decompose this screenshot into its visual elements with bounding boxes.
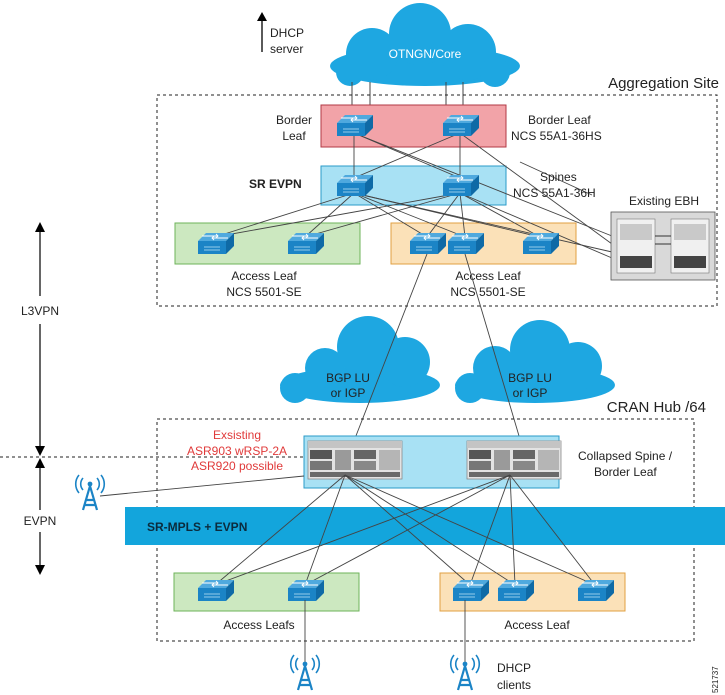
sr-evpn-label: SR EVPN [249,177,302,191]
border-leaf-left-label-2: Leaf [282,129,306,143]
collapsed-spine-label-1: Collapsed Spine / [578,449,673,463]
border-leaf-right-label-1: Border Leaf [528,113,591,127]
radio-tower-icon [74,473,106,512]
access-leaf-switch-3 [409,232,447,255]
aggregation-links [214,132,613,259]
aggregation-site-title: Aggregation Site [608,75,719,92]
aggregation-site-frame [156,94,718,307]
sr-mpls-evpn-label: SR-MPLS + EVPN [147,520,247,534]
l3vpn-label: L3VPN [21,304,59,318]
bgp-cloud-right [455,320,615,403]
existing-ebh-device [610,211,716,281]
access-leaf-cran-switch-2 [497,579,535,602]
core-cloud [330,3,520,87]
bgp-cloud-left-label-2: or IGP [331,386,366,400]
cran-mesh-links [99,474,596,586]
access-leafs-label: Access Leafs [223,618,294,632]
dhcp-clients-label-1: DHCP [497,661,531,675]
sr-mpls-evpn-band [125,507,725,545]
dhcp-clients-label-2: clients [497,678,531,692]
existing-router-label-2: ASR903 wRSP-2A [187,444,287,458]
border-leaf-switch-1 [336,114,374,137]
access-leaf-switch-5 [522,232,560,255]
existing-ebh-label: Existing EBH [629,194,699,208]
core-cloud-label: OTNGN/Core [389,47,462,61]
border-leaf-switch-2 [442,114,480,137]
dhcp-server-label-2: server [270,42,303,56]
collapsed-spine-router-1 [307,440,403,480]
access-leaf-cran-label: Access Leaf [504,618,570,632]
spines-label-1: Spines [540,170,577,184]
spines-label-2: NCS 55A1-36H [513,186,596,200]
bgp-cloud-left [280,316,440,403]
access-leafs-switch-2 [287,579,325,602]
access-leaf-switch-2 [287,232,325,255]
access-leaf-cran-switch-3 [577,579,615,602]
access-leaf-switch-4 [447,232,485,255]
evpn-arrow [35,458,45,575]
access-leaf-right-label-1: Access Leaf [455,269,521,283]
access-leaf-switch-1 [197,232,235,255]
figure-id: 521737 [711,666,720,693]
bgp-cloud-right-label-2: or IGP [513,386,548,400]
access-leafs-switch-1 [197,579,235,602]
access-leaf-cran-switch-1 [452,579,490,602]
spine-switch-2 [442,174,480,197]
border-leaf-right-label-2: NCS 55A1-36HS [511,129,602,143]
bgp-cloud-right-label-1: BGP LU [508,371,552,385]
border-leaf-left-label-1: Border [276,113,312,127]
existing-router-label-1: Exsisting [213,428,261,442]
existing-router-label-3: ASR920 possible [191,459,283,473]
cran-uplinks [351,253,523,447]
evpn-label: EVPN [24,514,57,528]
collapsed-spine-label-2: Border Leaf [594,465,657,479]
dhcp-server-arrow [257,12,267,52]
spine-switch-1 [336,174,374,197]
access-leaf-right-label-2: NCS 5501-SE [450,285,525,299]
dhcp-server-label-1: DHCP [270,26,304,40]
bgp-cloud-left-label-1: BGP LU [326,371,370,385]
cran-hub-title: CRAN Hub /64 [607,399,706,416]
collapsed-spine-router-2 [466,440,562,480]
access-leaf-left-label-2: NCS 5501-SE [226,285,301,299]
l3vpn-arrow [35,222,45,456]
access-leaf-left-label-1: Access Leaf [231,269,297,283]
